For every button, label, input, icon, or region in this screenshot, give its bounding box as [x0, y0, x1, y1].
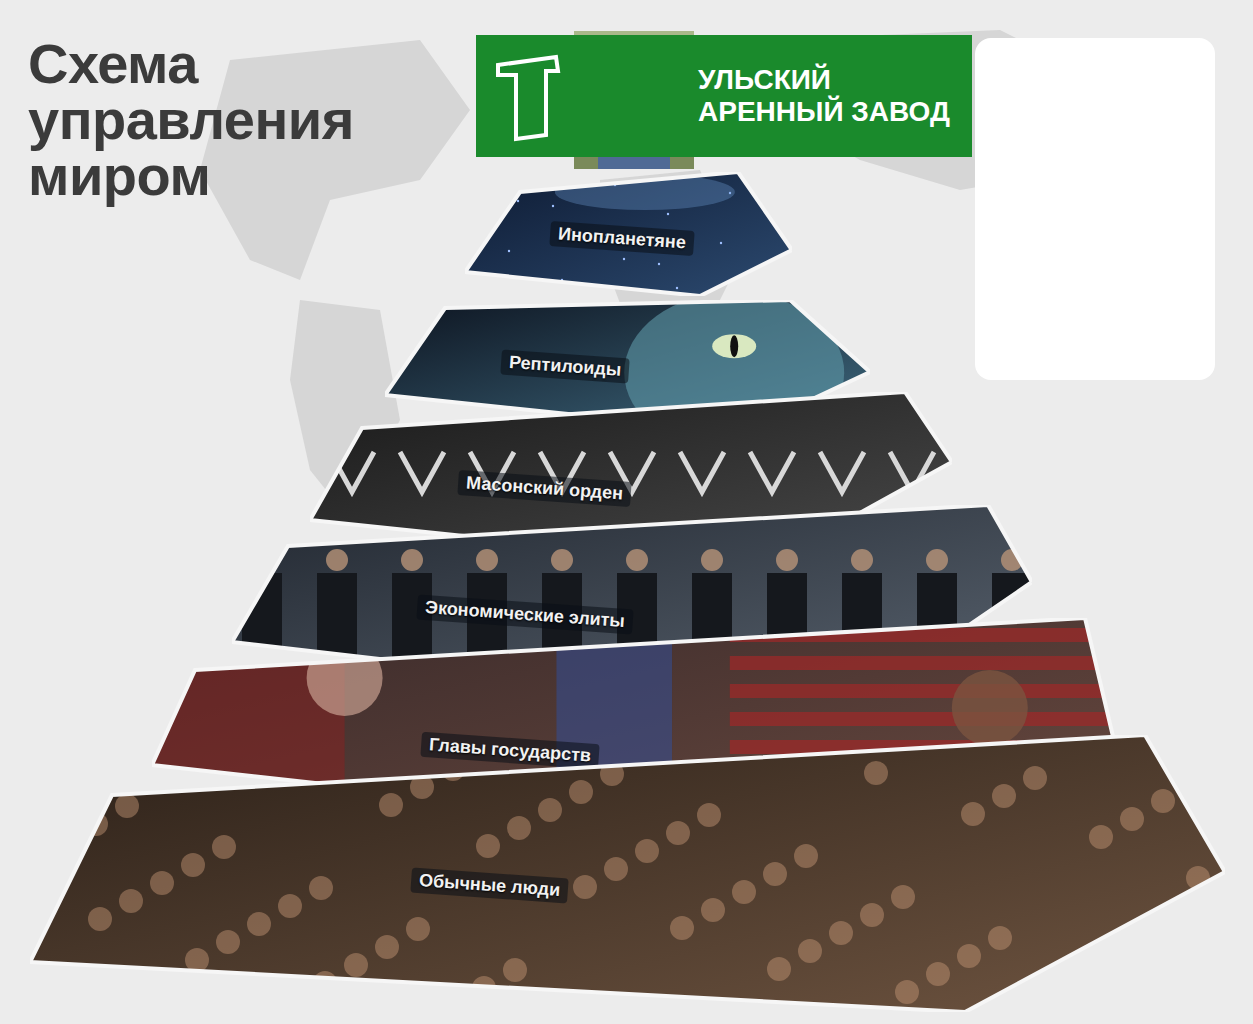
band-shape — [30, 735, 1225, 1012]
page-title: Схема управления миром — [28, 36, 468, 204]
pyramid-band: Обычные люди — [30, 735, 1225, 1012]
blank-panel — [975, 38, 1215, 380]
pyramid-band: Инопланетяне — [465, 172, 792, 296]
green-banner: УЛЬСКИЙ АРЕННЫЙ ЗАВОД — [476, 35, 972, 157]
banner-text: УЛЬСКИЙ АРЕННЫЙ ЗАВОД — [698, 64, 970, 128]
